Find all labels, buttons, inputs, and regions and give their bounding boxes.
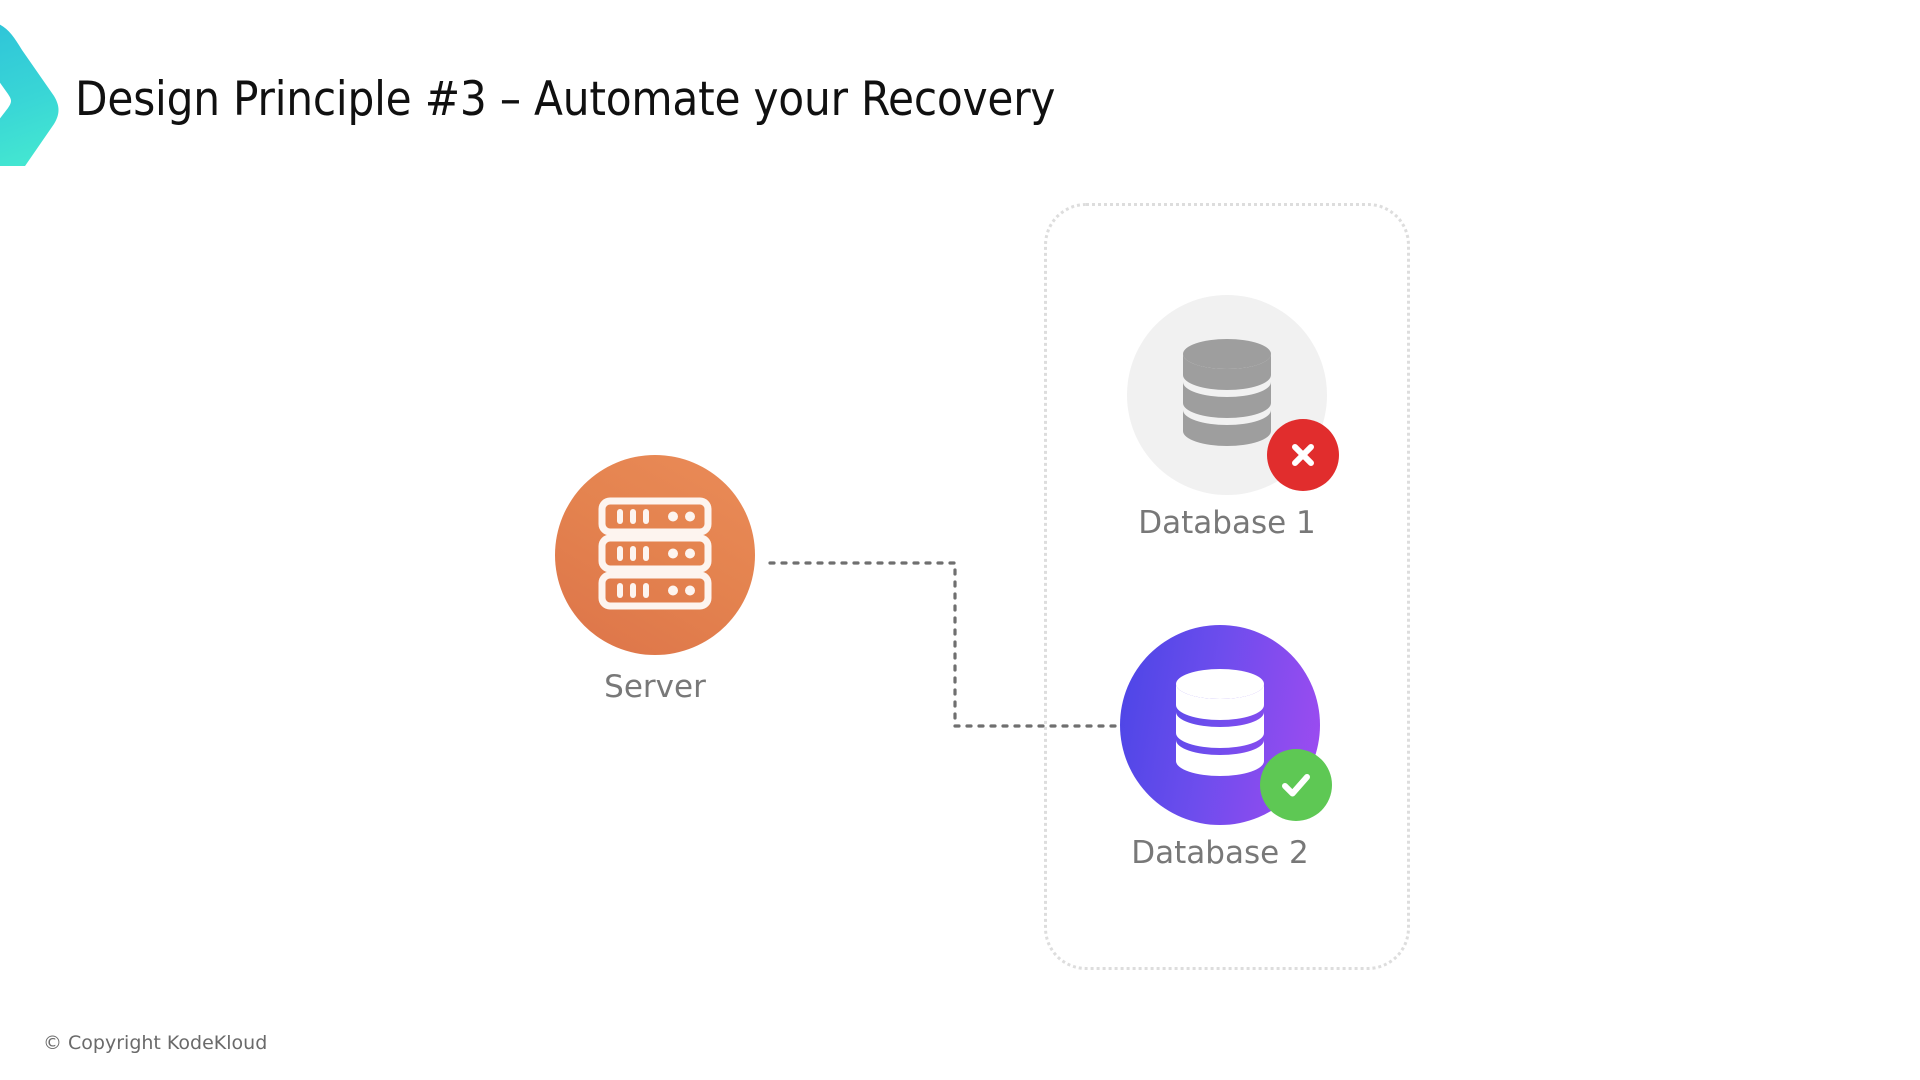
database-2-icon-circle: [1120, 625, 1332, 825]
database-cylinder-icon: [1175, 337, 1279, 453]
database-1-icon-circle: [1127, 295, 1339, 495]
error-badge: [1267, 419, 1339, 491]
node-database-2[interactable]: Database 2: [1090, 625, 1350, 871]
server-icon-circle: [555, 455, 755, 655]
node-server[interactable]: Server: [525, 455, 785, 705]
node-label-database-2: Database 2: [1131, 835, 1309, 871]
node-database-1[interactable]: Database 1: [1097, 295, 1357, 541]
page-title: Design Principle #3 – Automate your Reco…: [75, 72, 1056, 127]
node-label-server: Server: [604, 669, 706, 705]
kodekloud-chevron-logo: [0, 16, 76, 182]
check-icon: [1282, 774, 1310, 797]
database-cylinder-icon: [1168, 667, 1272, 783]
cross-icon: [1292, 444, 1314, 466]
node-label-database-1: Database 1: [1138, 505, 1316, 541]
success-badge: [1260, 749, 1332, 821]
server-rack-icon: [593, 491, 717, 619]
copyright-notice: © Copyright KodeKloud: [43, 1032, 268, 1054]
